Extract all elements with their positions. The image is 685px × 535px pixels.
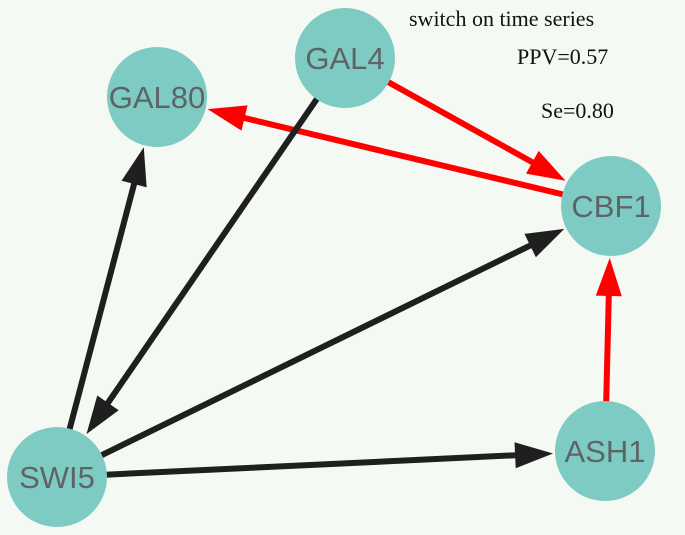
edge-swi5-to-gal80 [65,147,147,434]
edge-ash1-to-cbf1 [595,257,622,406]
edge-swi5-to-ash1 [102,442,554,478]
edge-arrowhead [595,257,622,297]
edge-arrowhead [526,150,566,181]
edges-layer [65,77,622,478]
node-label: GAL4 [305,41,384,76]
edge-swi5-to-cbf1 [97,228,565,460]
edge-line [383,77,538,167]
edge-gal4-to-swi5 [86,94,322,435]
node-label: ASH1 [565,434,646,469]
node-circle [7,427,107,527]
edge-arrowhead [524,228,565,258]
node-gal4: GAL4 [295,8,395,108]
node-circle [561,156,661,256]
node-label: SWI5 [19,460,95,495]
node-label: GAL80 [109,80,206,115]
diagram-title: switch on time series [409,6,595,31]
node-cbf1: CBF1 [561,156,661,256]
edge-line [102,452,520,478]
node-gal80: GAL80 [107,47,207,147]
edge-line [65,179,139,434]
edge-arrowhead [207,105,248,131]
edge-arrowhead [514,442,554,469]
node-label: CBF1 [571,189,650,224]
se-annotation: Se=0.80 [541,98,614,123]
edge-line [103,94,322,408]
node-swi5: SWI5 [7,427,107,527]
node-circle [107,47,207,147]
edge-arrowhead [86,395,119,435]
edge-arrowhead [121,147,147,188]
node-circle [555,401,655,501]
ppv-annotation: PPV=0.57 [517,44,609,69]
edge-line [97,241,536,460]
node-ash1: ASH1 [555,401,655,501]
node-circle [295,8,395,108]
edge-gal4-to-cbf1 [383,77,566,181]
edge-line [603,291,612,406]
